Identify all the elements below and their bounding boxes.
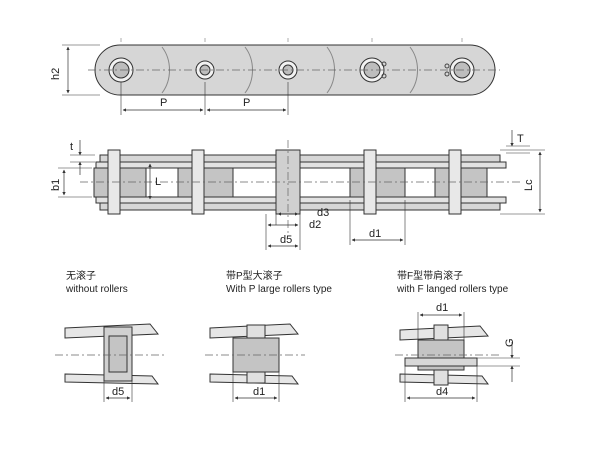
dim-d2: d2 <box>309 219 321 231</box>
detail-p-large-rollers <box>205 323 305 402</box>
dim-d1-flanged: d1 <box>436 302 448 314</box>
dim-p-right: P <box>243 97 250 109</box>
caption-en: with F langed rollers type <box>397 284 509 295</box>
clip-marks <box>381 61 450 79</box>
caption-cn: 无滚子 <box>66 271 96 282</box>
section-view <box>58 130 545 250</box>
dim-p-left: P <box>160 97 167 109</box>
dim-d5-bottom: d5 <box>112 386 124 398</box>
detail-without-rollers <box>55 323 165 402</box>
dim-t: t <box>70 141 73 153</box>
dim-h2: h2 <box>50 68 62 80</box>
detail-f-flanged-rollers <box>395 312 520 402</box>
caption-cn: 带P型大滚子 <box>226 271 283 282</box>
side-view <box>62 38 500 115</box>
dim-t-upper: T <box>517 133 524 145</box>
dim-d3: d3 <box>317 207 329 219</box>
caption-p-large-rollers: 带P型大滚子 With P large rollers type <box>226 270 332 296</box>
caption-without-rollers: 无滚子 without rollers <box>66 270 128 296</box>
caption-f-flanged-rollers: 带F型带肩滚子 with F langed rollers type <box>397 270 508 296</box>
dim-b1: b1 <box>50 179 62 191</box>
dim-d1-top: d1 <box>369 228 381 240</box>
caption-en: With P large rollers type <box>226 284 332 295</box>
dim-d4: d4 <box>436 386 448 398</box>
dim-g: G <box>504 338 516 347</box>
dim-lc: Lc <box>523 179 535 191</box>
caption-en: without rollers <box>66 284 128 295</box>
dim-l: L <box>155 176 161 188</box>
dim-d5-top: d5 <box>280 234 292 246</box>
caption-cn: 带F型带肩滚子 <box>397 271 464 282</box>
dim-d1-mid: d1 <box>253 386 265 398</box>
